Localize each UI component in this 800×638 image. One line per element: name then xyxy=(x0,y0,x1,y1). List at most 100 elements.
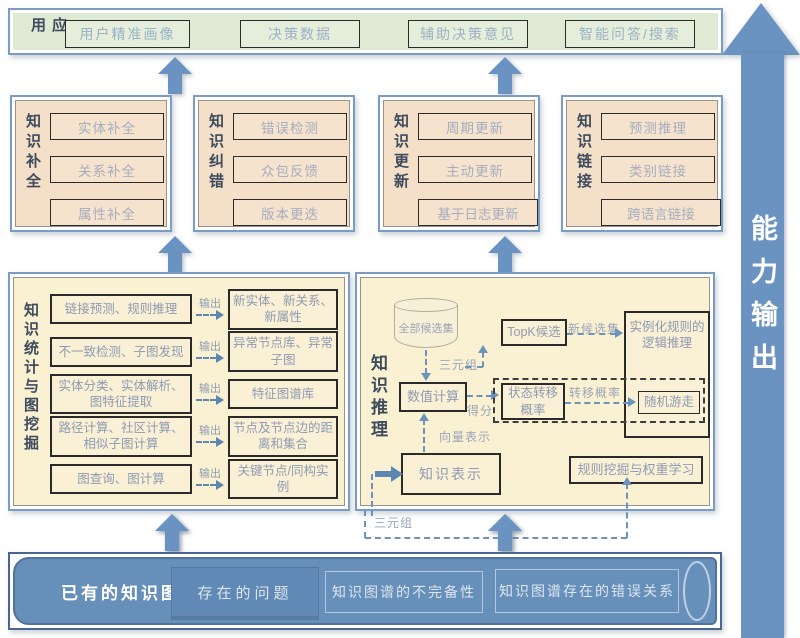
group-knowledge-completion: 知识补全 实体补全 关系补全 属性补全 xyxy=(10,95,172,232)
issue-box-wrong-relations: 知识图谱存在的错误关系 xyxy=(495,569,679,613)
arrow-right-icon xyxy=(216,479,224,490)
dashed-group-rect xyxy=(493,378,705,423)
group-label: 知识链接 xyxy=(575,113,592,193)
arrow-down-icon xyxy=(421,373,431,381)
dashed-line xyxy=(423,419,425,452)
mining-source: 路径计算、社区计算、相似子图计算 xyxy=(50,416,192,457)
up-arrow-icon xyxy=(488,514,522,551)
mining-output: 新实体、新关系、新属性 xyxy=(228,289,338,330)
group-item: 版本更迭 xyxy=(233,199,347,226)
app-item-qa-search: 智能问答/搜索 xyxy=(565,20,695,48)
mining-section: 知识统计与图挖掘 链接预测、规则推理 输出 新实体、新关系、新属性 不一致检测、… xyxy=(8,272,350,511)
arrow-up-icon xyxy=(622,477,632,485)
mining-label: 知识统计与图挖掘 xyxy=(22,302,39,454)
output-label: 输出 xyxy=(199,425,221,438)
dashed-line xyxy=(567,333,616,335)
dashed-line xyxy=(467,395,492,397)
group-item: 预测推理 xyxy=(601,113,715,140)
group-item: 跨语言链接 xyxy=(601,199,721,226)
dashed-line xyxy=(371,474,373,516)
arrow-right-icon xyxy=(615,328,623,338)
group-item: 实体补全 xyxy=(50,113,164,140)
numeric-calc-box: 数值计算 xyxy=(399,382,467,412)
cylinder-cap-icon xyxy=(683,561,711,621)
transfer-prob-label: 转移概率 xyxy=(569,386,622,400)
existing-kg-title: 已有的知识图谱 xyxy=(61,583,201,603)
output-label: 输出 xyxy=(199,382,221,395)
dashed-line xyxy=(565,402,629,404)
arrow-right-icon xyxy=(216,437,224,448)
reasoning-section: 知识推理 全部候选集 三元组 数值计算 得分 TopK候选 新候选集 xyxy=(355,272,715,516)
mining-row: 图查询、图计算 输出 关键节点/同构实例 xyxy=(50,458,338,499)
mining-row: 路径计算、社区计算、相似子图计算 输出 节点及节点边的距离和集合 xyxy=(50,416,338,457)
up-arrow-icon xyxy=(488,236,522,272)
arrow-right-icon xyxy=(216,395,224,406)
group-knowledge-linking: 知识链接 预测推理 类别链接 跨语言链接 xyxy=(561,95,723,232)
group-item: 基于日志更新 xyxy=(418,199,538,226)
group-item: 属性补全 xyxy=(50,199,164,226)
arrow-right-icon xyxy=(491,390,499,400)
dashed-line xyxy=(364,510,366,538)
group-item: 类别链接 xyxy=(601,156,715,183)
arrow-up-icon xyxy=(478,345,488,353)
dashed-line xyxy=(626,483,628,538)
database-cylinder-icon: 全部候选集 xyxy=(394,298,458,348)
up-arrow-icon xyxy=(158,236,192,272)
group-item: 关系补全 xyxy=(50,156,164,183)
up-arrow-icon xyxy=(158,57,192,94)
arrow-shaft xyxy=(375,471,391,477)
up-arrow-icon xyxy=(155,514,189,551)
app-item-user-profile: 用户精准画像 xyxy=(65,20,190,48)
output-label: 输出 xyxy=(199,340,221,353)
mining-row: 链接预测、规则推理 输出 新实体、新关系、新属性 xyxy=(50,289,338,330)
output-connector: 输出 xyxy=(192,382,228,406)
capability-label: 能力输出 xyxy=(747,214,777,386)
output-label: 输出 xyxy=(199,298,221,311)
dashed-line xyxy=(482,352,484,367)
mining-source: 图查询、图计算 xyxy=(50,463,192,494)
vector-label: 向量表示 xyxy=(439,430,492,444)
up-arrow-icon xyxy=(488,57,522,94)
app-item-decision-support: 辅助决策意见 xyxy=(408,20,528,48)
application-label: 应用 xyxy=(29,17,67,34)
topk-box: TopK候选 xyxy=(501,319,567,346)
arrow-up-icon xyxy=(419,413,429,421)
state-transfer-box: 状态转移概率 xyxy=(501,383,565,420)
output-label: 输出 xyxy=(199,467,221,480)
arrow-right-icon xyxy=(216,352,224,363)
mining-source: 链接预测、规则推理 xyxy=(50,294,192,325)
mining-rows: 链接预测、规则推理 输出 新实体、新关系、新属性 不一致检测、子图发现 输出 异… xyxy=(50,289,338,499)
new-candidate-label: 新候选集 xyxy=(568,322,621,336)
dashed-line xyxy=(425,350,427,374)
group-knowledge-update: 知识更新 周期更新 主动更新 基于日志更新 xyxy=(378,95,540,232)
issue-box-incompleteness: 知识图谱的不完备性 xyxy=(325,571,483,613)
arrow-right-icon xyxy=(628,397,636,407)
group-label: 知识更新 xyxy=(392,113,409,193)
output-connector: 输出 xyxy=(192,341,228,363)
mining-output: 特征图谱库 xyxy=(228,379,338,409)
group-item: 主动更新 xyxy=(418,156,532,183)
dashed-line xyxy=(465,366,483,368)
candidate-db-label: 全部候选集 xyxy=(398,323,454,335)
mining-source: 实体分类、实体解析、图特征提取 xyxy=(50,373,192,415)
group-item: 众包反馈 xyxy=(233,156,347,183)
group-item: 错误检测 xyxy=(233,113,347,140)
application-row: 应用 用户精准画像 决策数据 辅助决策意见 智能问答/搜索 xyxy=(8,8,723,55)
reasoning-label: 知识推理 xyxy=(368,354,387,442)
kg-cylinder: 已有的知识图谱 存在的问题 知识图谱的不完备性 知识图谱存在的错误关系 xyxy=(13,557,717,625)
group-knowledge-correction: 知识纠错 错误检测 众包反馈 版本更迭 xyxy=(193,95,355,232)
mining-source: 不一致检测、子图发现 xyxy=(50,336,192,367)
output-connector: 输出 xyxy=(192,298,228,321)
random-walk-box: 随机游走 xyxy=(638,391,700,414)
app-item-decision-data: 决策数据 xyxy=(240,20,360,48)
arrow-right-icon xyxy=(216,310,224,321)
triple-label: 三元组 xyxy=(439,358,479,372)
group-label: 知识补全 xyxy=(24,113,41,193)
rule-logic-box: 实例化规则的逻辑推理 xyxy=(624,311,710,438)
mining-output: 异常节点库、异常子图 xyxy=(228,331,338,372)
output-connector: 输出 xyxy=(192,425,228,448)
existing-kg-bar: 已有的知识图谱 存在的问题 知识图谱的不完备性 知识图谱存在的错误关系 xyxy=(8,552,722,630)
knowledge-repr-box: 知识表示 xyxy=(401,453,501,495)
triple-bottom-label: 三元组 xyxy=(374,516,414,530)
